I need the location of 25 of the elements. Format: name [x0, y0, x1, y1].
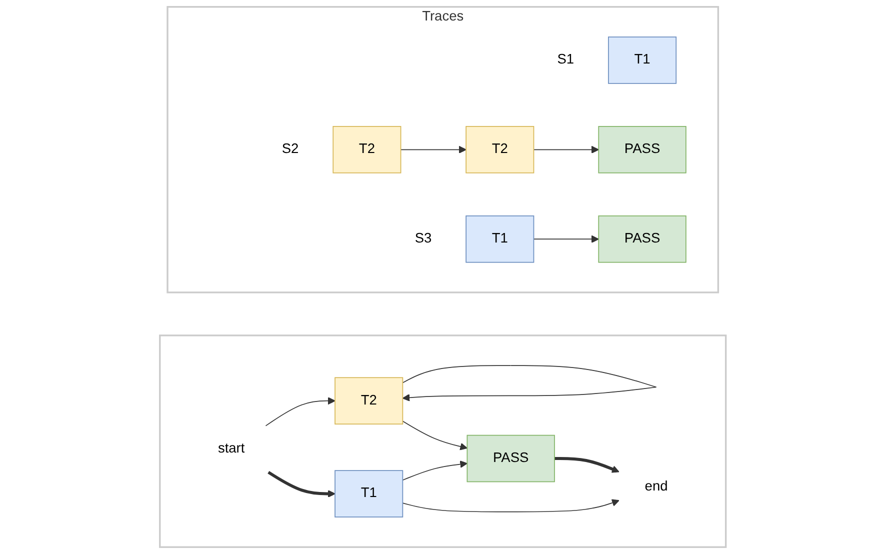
arrow [267, 471, 335, 498]
node-box: PASS [466, 434, 555, 482]
arrow [554, 457, 619, 473]
node-text: end [644, 480, 668, 494]
node-box: T1 [608, 36, 676, 84]
node-label: S3 [414, 231, 432, 246]
node-box: T2 [465, 126, 534, 174]
node-label: S2 [282, 142, 298, 157]
node-text: start [218, 441, 244, 456]
node-box: T2 [332, 126, 401, 174]
arrow [264, 397, 335, 426]
arrow [402, 499, 619, 512]
node-box: PASS [598, 215, 686, 263]
arrow [402, 460, 468, 481]
arrow [532, 235, 599, 243]
arrow [402, 365, 656, 402]
node-label: S1 [556, 52, 574, 68]
node-box: T1 [334, 470, 403, 518]
cluster [158, 334, 726, 548]
arrow [400, 146, 466, 154]
node-box: T1 [465, 215, 534, 263]
arrow [532, 146, 599, 154]
node-box: T2 [334, 377, 403, 424]
arrow [402, 420, 468, 450]
node-box: PASS [598, 126, 686, 174]
